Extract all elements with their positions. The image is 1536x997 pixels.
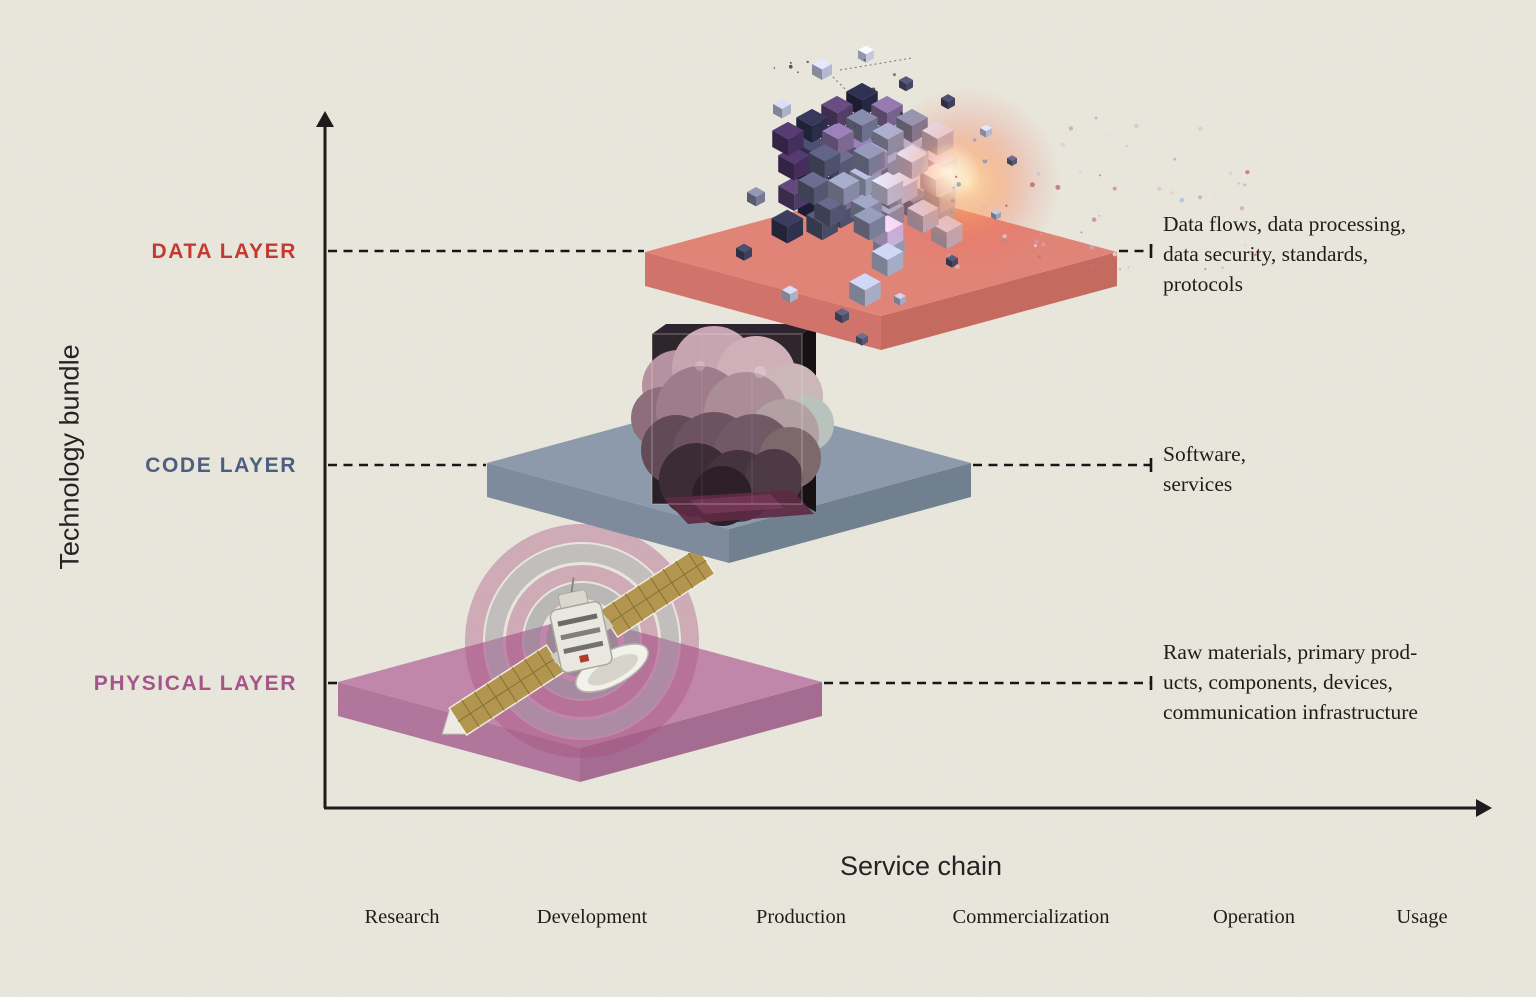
x-axis-label-operation: Operation [1213, 906, 1295, 928]
physical-layer-annotation: Raw materials, primary prod- ucts, compo… [1163, 640, 1418, 724]
x-axis-label-research: Research [364, 906, 440, 928]
code-layer-label: CODE LAYER [145, 454, 297, 477]
satellite-signal-rings-icon [441, 524, 716, 758]
x-axis-label-production: Production [756, 906, 846, 928]
x-axis-label-usage: Usage [1396, 906, 1448, 928]
x-axis-title: Service chain [839, 851, 1003, 881]
x-axis-label-development: Development [536, 906, 648, 928]
y-axis-arrow-icon [316, 111, 334, 127]
exploding-data-cube-icon [736, 45, 1257, 346]
code-layer-platform [487, 397, 971, 563]
satellite-body [549, 577, 613, 674]
data-layer-label: DATA LAYER [151, 240, 297, 263]
cloud-in-glass-cube-icon [631, 324, 834, 526]
layer-connector-lines [328, 244, 1153, 690]
physical-layer-label: PHYSICAL LAYER [93, 672, 297, 695]
y-axis [316, 111, 334, 808]
x-axis-arrow-icon [1476, 799, 1492, 817]
x-axis-label-commercialization: Commercialization [952, 906, 1110, 928]
data-layer-annotation: Data flows, data processing, data securi… [1163, 212, 1406, 296]
x-axis [324, 799, 1492, 817]
code-layer-annotation: Software, services [1163, 442, 1246, 496]
